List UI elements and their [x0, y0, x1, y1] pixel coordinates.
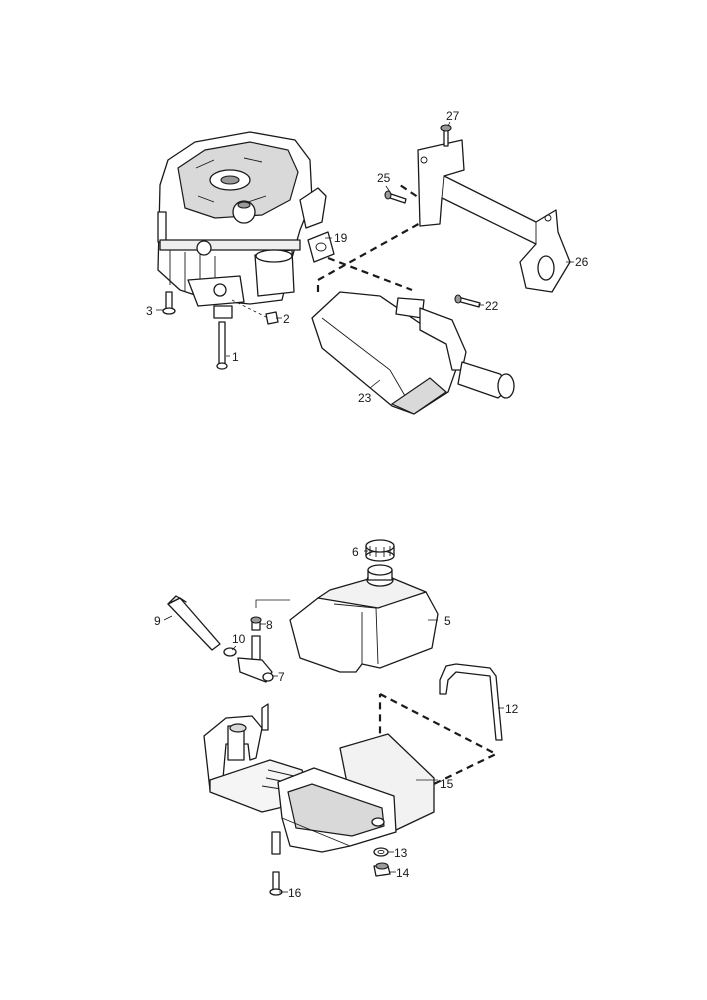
bracket-26 [417, 139, 571, 293]
leader-27 [447, 121, 451, 127]
callout-7: 7 [278, 670, 285, 684]
guide-line-8 [255, 599, 290, 608]
bolt-1 [216, 321, 228, 370]
leader-23 [369, 379, 381, 389]
callout-27: 27 [446, 109, 460, 123]
callout-1: 1 [232, 350, 239, 364]
callout-13: 13 [394, 846, 408, 860]
callout-labels: 1 2 3 5 6 7 8 9 10 12 13 14 15 16 19 22 … [146, 109, 589, 900]
leader-9 [163, 615, 173, 621]
fuel-valve-7 [237, 635, 274, 683]
bolt-16 [269, 871, 283, 896]
fuel-line-12 [439, 663, 503, 741]
fuel-hose-9 [167, 595, 221, 651]
leader-lines [156, 121, 574, 893]
fuel-tank-5 [289, 564, 439, 673]
gasket-19 [307, 231, 335, 263]
callout-26: 26 [575, 255, 589, 269]
callout-3: 3 [146, 304, 153, 318]
bolt-22 [454, 294, 481, 308]
leader-25 [385, 185, 391, 193]
fitting-8 [250, 616, 262, 631]
dashed-path-exhaust-2 [316, 184, 443, 292]
callout-19: 19 [334, 231, 348, 245]
callout-5: 5 [444, 614, 451, 628]
guide-line-2 [231, 299, 269, 319]
callout-6: 6 [352, 545, 359, 559]
callout-10: 10 [232, 632, 246, 646]
muffler-23 [311, 291, 515, 415]
callout-9: 9 [154, 614, 161, 628]
leader-10 [231, 645, 237, 651]
callout-12: 12 [505, 702, 519, 716]
engine [157, 131, 327, 319]
callout-23: 23 [358, 391, 372, 405]
bolt-25 [384, 190, 407, 204]
callout-16: 16 [288, 886, 302, 900]
callout-22: 22 [485, 299, 499, 313]
bolt-3 [162, 291, 176, 315]
callout-15: 15 [440, 777, 454, 791]
callout-8: 8 [266, 618, 273, 632]
bolt-27 [440, 124, 452, 147]
nut-2 [265, 311, 279, 325]
callout-2: 2 [283, 312, 290, 326]
nut-14 [373, 862, 391, 877]
callout-14: 14 [396, 866, 410, 880]
dashed-path-exhaust-1 [327, 256, 413, 292]
washer-13 [373, 847, 389, 857]
fuel-cap-6 [365, 539, 395, 562]
tank-support-15 [203, 703, 435, 855]
clamp-10 [223, 647, 237, 657]
callout-25: 25 [377, 171, 391, 185]
